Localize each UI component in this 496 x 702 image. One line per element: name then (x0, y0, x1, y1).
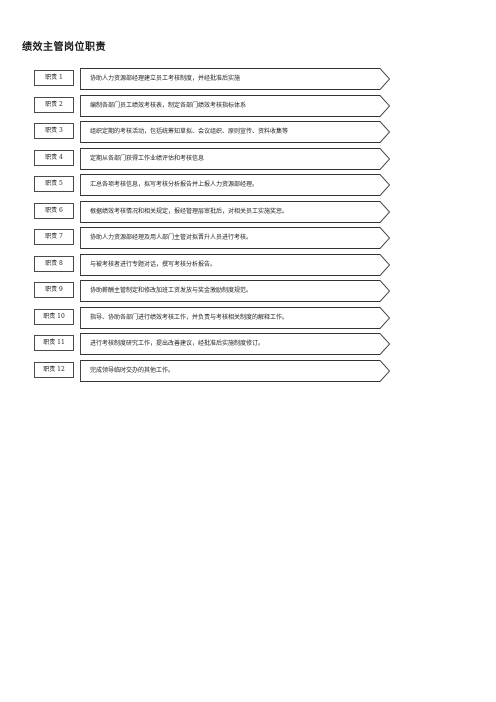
duty-tag: 职责 1 (34, 70, 74, 86)
duty-row-9: 职责 9 协助薪酬主管制定和修改加班工资发放与奖金激励制度规范。 (34, 280, 390, 302)
duty-row-11: 职责 11 进行考核制度研究工作，提出改善建议，经批准后实施制度修订。 (34, 333, 390, 355)
duty-arrow-box: 汇总各项考核信息，拟写考核分析报告并上报人力资源部经理。 (80, 174, 390, 196)
duty-tag: 职责 5 (34, 176, 74, 192)
duty-arrow-box: 进行考核制度研究工作，提出改善建议，经批准后实施制度修订。 (80, 333, 390, 355)
arrow-outline (80, 68, 390, 90)
duty-text: 定期从各部门获得工作业绩评估和考核信息 (90, 154, 205, 162)
duty-tag: 职责 11 (34, 335, 74, 351)
duty-text: 根据绩效考核情况和相关规定，报经管理层审批后，对相关员工实施奖惩。 (90, 207, 289, 215)
duty-row-4: 职责 4 定期从各部门获得工作业绩评估和考核信息 (34, 147, 390, 170)
duty-tag: 职责 3 (34, 123, 74, 139)
arrow-outline (80, 147, 390, 170)
duty-arrow-box: 组织定期的考核活动，包括统筹知草拟、会议组织、原则宣传、资料收集等 (80, 121, 390, 143)
arrow-outline (80, 200, 390, 223)
duty-text: 协助人力资源部经理及用人部门主管对拟晋升人员进行考核。 (90, 234, 253, 241)
duty-text: 进行考核制度研究工作，提出改善建议，经批准后实施制度修订。 (90, 340, 265, 347)
arrow-outline (80, 94, 390, 117)
arrow-outline (80, 306, 390, 329)
duty-row-5: 职责 5 汇总各项考核信息，拟写考核分析报告并上报人力资源部经理。 (34, 174, 390, 196)
duty-row-3: 职责 3 组织定期的考核活动，包括统筹知草拟、会议组织、原则宣传、资料收集等 (34, 121, 390, 143)
arrow-outline (80, 227, 390, 249)
duty-row-7: 职责 7 协助人力资源部经理及用人部门主管对拟晋升人员进行考核。 (34, 227, 390, 249)
duty-arrow-box: 协助薪酬主管制定和修改加班工资发放与奖金激励制度规范。 (80, 280, 390, 302)
duty-row-1: 职责 1 协助人力资源部经理建立员工考核制度，并经批准后实施 (34, 68, 390, 90)
duty-tag: 职责 2 (34, 96, 74, 113)
duty-tag: 职责 7 (34, 229, 74, 245)
duty-text: 指导、协助各部门进行绩效考核工作，并负责与考核相关制度的解释工作。 (90, 313, 289, 321)
duty-row-10: 职责 10 指导、协助各部门进行绩效考核工作，并负责与考核相关制度的解释工作。 (34, 306, 390, 329)
duty-text: 组织定期的考核活动，包括统筹知草拟、会议组织、原则宣传、资料收集等 (90, 128, 289, 135)
arrow-outline (80, 174, 390, 196)
duty-tag: 职责 9 (34, 282, 74, 298)
arrow-outline (80, 121, 390, 143)
duty-text: 汇总各项考核信息，拟写考核分析报告并上报人力资源部经理。 (90, 181, 259, 188)
duty-tag: 职责 10 (34, 308, 74, 325)
duty-tag: 职责 4 (34, 149, 74, 166)
duty-text: 与被考核者进行专题对话，撰写考核分析报告。 (90, 260, 217, 268)
duty-list: 职责 1 协助人力资源部经理建立员工考核制度，并经批准后实施 职责 2 编制各部… (34, 68, 390, 386)
duty-arrow-box: 定期从各部门获得工作业绩评估和考核信息 (80, 147, 390, 170)
duty-row-8: 职责 8 与被考核者进行专题对话，撰写考核分析报告。 (34, 253, 390, 276)
duty-text: 完成领导临时交办的其他工作。 (90, 366, 175, 374)
arrow-outline (80, 333, 390, 355)
arrow-outline (80, 280, 390, 302)
duty-arrow-box: 协助人力资源部经理及用人部门主管对拟晋升人员进行考核。 (80, 227, 390, 249)
duty-tag: 职责 8 (34, 255, 74, 272)
duty-row-2: 职责 2 编制各部门员工绩效考核表，制定各部门绩效考核指标体系 (34, 94, 390, 117)
duty-text: 协助人力资源部经理建立员工考核制度，并经批准后实施 (90, 75, 241, 82)
duty-tag: 职责 6 (34, 202, 74, 219)
duty-arrow-box: 完成领导临时交办的其他工作。 (80, 359, 390, 382)
duty-tag: 职责 12 (34, 361, 74, 378)
page-title: 绩效主管岗位职责 (22, 42, 106, 53)
duty-arrow-box: 与被考核者进行专题对话，撰写考核分析报告。 (80, 253, 390, 276)
duty-arrow-box: 根据绩效考核情况和相关规定，报经管理层审批后，对相关员工实施奖惩。 (80, 200, 390, 223)
duty-row-12: 职责 12 完成领导临时交办的其他工作。 (34, 359, 390, 382)
duty-text: 编制各部门员工绩效考核表，制定各部门绩效考核指标体系 (90, 101, 247, 109)
duty-arrow-box: 指导、协助各部门进行绩效考核工作，并负责与考核相关制度的解释工作。 (80, 306, 390, 329)
duty-arrow-box: 协助人力资源部经理建立员工考核制度，并经批准后实施 (80, 68, 390, 90)
arrow-outline (80, 359, 390, 382)
duty-arrow-box: 编制各部门员工绩效考核表，制定各部门绩效考核指标体系 (80, 94, 390, 117)
arrow-outline (80, 253, 390, 276)
duty-row-6: 职责 6 根据绩效考核情况和相关规定，报经管理层审批后，对相关员工实施奖惩。 (34, 200, 390, 223)
duty-text: 协助薪酬主管制定和修改加班工资发放与奖金激励制度规范。 (90, 287, 253, 294)
